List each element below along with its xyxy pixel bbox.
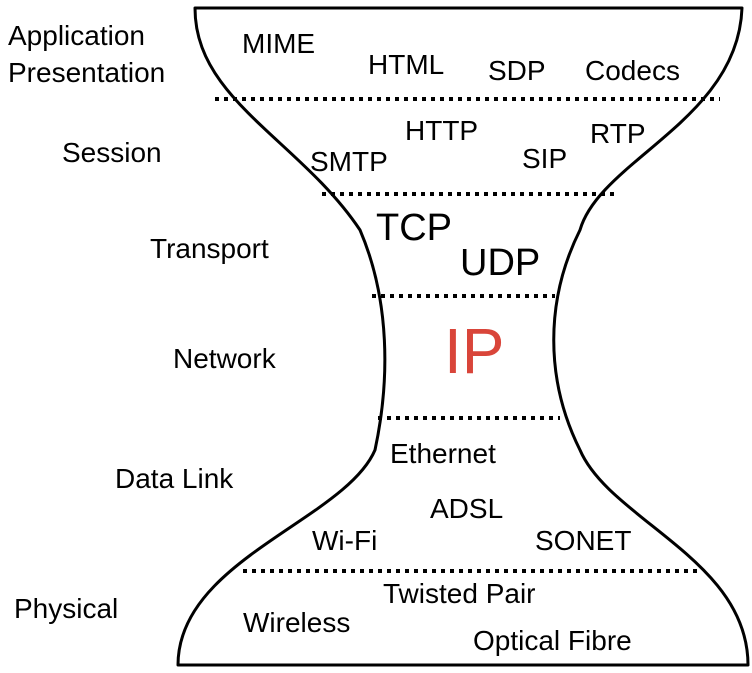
protocol-twisted-pair: Twisted Pair [383, 578, 536, 609]
protocol-wifi: Wi-Fi [312, 525, 377, 556]
protocol-ethernet: Ethernet [390, 438, 496, 469]
layer-network: Network [173, 343, 277, 374]
protocol-smtp: SMTP [310, 146, 388, 177]
protocol-wireless: Wireless [243, 607, 350, 638]
layer-session: Session [62, 137, 162, 168]
protocol-rtp: RTP [590, 118, 646, 149]
layer-transport: Transport [150, 233, 269, 264]
protocol-udp: UDP [460, 242, 540, 284]
protocol-sonet: SONET [535, 525, 631, 556]
protocol-ip: IP [444, 315, 504, 387]
protocol-html: HTML [368, 49, 444, 80]
protocol-optical-fibre: Optical Fibre [473, 625, 632, 656]
protocol-mime: MIME [242, 28, 315, 59]
protocol-tcp: TCP [376, 207, 452, 249]
layer-physical: Physical [14, 593, 118, 624]
layer-data-link: Data Link [115, 463, 234, 494]
layer-application: Application [8, 20, 145, 51]
layer-presentation: Presentation [8, 57, 165, 88]
hourglass-outline [176, 6, 750, 667]
protocol-sdp: SDP [488, 55, 546, 86]
protocol-http: HTTP [405, 115, 478, 146]
protocol-sip: SIP [522, 143, 567, 174]
protocol-codecs: Codecs [585, 55, 680, 86]
protocol-adsl: ADSL [430, 493, 503, 524]
